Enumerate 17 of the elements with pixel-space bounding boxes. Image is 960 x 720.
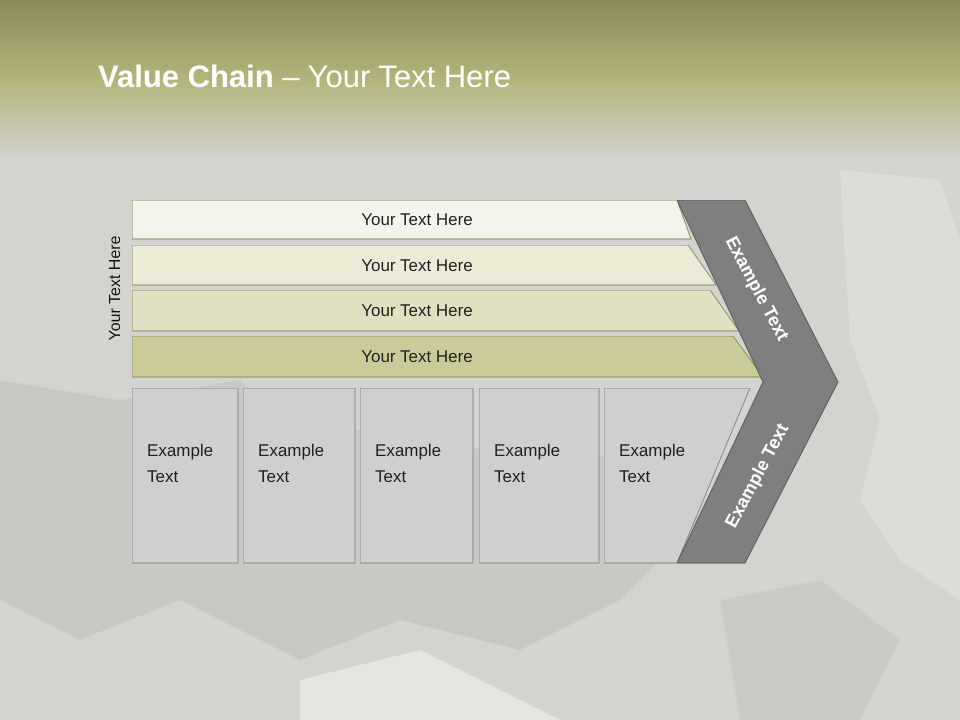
box-label: Example Text xyxy=(619,440,686,488)
axis-label: Your Text Here xyxy=(106,234,125,342)
band-label: Your Text Here xyxy=(361,300,473,322)
band-label: Your Text Here xyxy=(361,254,473,277)
band-label: Your Text Here xyxy=(361,346,473,368)
activity-box xyxy=(360,388,474,564)
box-label: Example Text xyxy=(375,440,442,488)
box-label: Example Text xyxy=(147,440,214,488)
box-label: Example Text xyxy=(258,440,326,488)
band-label: Your Text Here xyxy=(361,209,473,232)
activity-box xyxy=(479,388,600,564)
activity-box xyxy=(132,388,239,564)
band-shape xyxy=(132,245,717,286)
band-shape xyxy=(132,200,692,240)
box-label: Example Text xyxy=(494,440,562,488)
activity-box xyxy=(243,388,356,564)
slide-title: Value Chain – Your Text Here xyxy=(98,58,511,96)
